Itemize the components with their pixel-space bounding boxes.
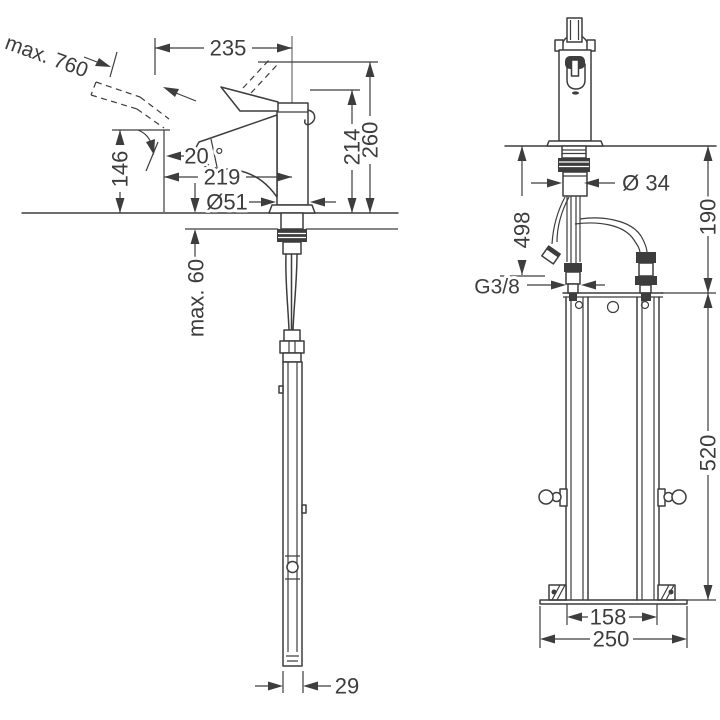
pull-direction-arrowhead	[163, 87, 179, 97]
pull-direction-arrow-stem	[175, 92, 197, 102]
loose-hose	[551, 196, 570, 245]
frame-hole-right	[640, 300, 650, 310]
dim-label-base-width: 250	[593, 627, 630, 652]
side-undercounter-assembly	[277, 212, 307, 667]
dim-label-max-counter-thickness: max. 60	[184, 259, 209, 337]
faucet-column	[276, 102, 309, 206]
right-fitting-flange	[635, 276, 657, 285]
handle-lever	[220, 86, 279, 112]
fitting-hex	[279, 340, 305, 354]
aerator-line	[196, 158, 210, 166]
foot-left	[548, 584, 567, 601]
shank-collar	[561, 145, 587, 159]
dim-max-counter-thickness: max. 60	[181, 183, 212, 340]
hose-adapter	[282, 241, 302, 255]
dim-label-body-diameter: Ø51	[206, 190, 248, 215]
frame-hole-center	[606, 300, 620, 314]
base-unit-frame	[538, 292, 688, 605]
dim-frame-height: 520	[687, 293, 720, 601]
dim-label-height-total: 260	[358, 122, 383, 159]
dim-max-pullout: max. 760	[0, 28, 111, 85]
dim-base-width: 250	[539, 606, 688, 655]
right-fitting-body	[638, 262, 654, 277]
fitting-upper	[283, 329, 301, 342]
dim-label-height-body: 214	[340, 129, 365, 166]
dim-label-thread: G3/8	[474, 276, 520, 299]
supply-hose	[285, 253, 298, 331]
dim-label-rail-width: 158	[590, 605, 627, 630]
loose-hose-connector	[541, 245, 561, 265]
connection-tube	[278, 361, 307, 667]
dim-label-projection: 219	[204, 165, 241, 190]
escutcheon-side	[268, 204, 316, 214]
faucet-front	[546, 17, 604, 147]
sprayhead-joint-line	[210, 138, 218, 168]
side-view: 235 260 214 146	[0, 28, 399, 702]
dim-shank-diameter: Ø 34	[531, 168, 673, 199]
mounting-nut	[277, 229, 307, 242]
tube-connector	[286, 560, 299, 574]
right-fitting-nut	[636, 252, 656, 263]
sprayhead-button	[570, 59, 580, 77]
handle-stem	[566, 17, 583, 43]
sprayhead-dot	[572, 91, 579, 95]
dim-thread: G3/8	[471, 273, 605, 302]
mounting-nut-front	[558, 158, 590, 172]
dim-label-tube-width: 29	[335, 674, 359, 699]
sprayhead-front-outline	[566, 63, 586, 90]
dim-spout-height: 146	[105, 129, 170, 213]
handle-raised-dashed	[242, 59, 278, 94]
side-clip-left	[538, 488, 568, 507]
dim-hose-length: 498	[500, 146, 545, 277]
base-plate	[539, 599, 688, 605]
center-fitting-stub	[567, 283, 579, 294]
dim-label-spout-angle: 20 °	[184, 144, 223, 169]
dim-label-shank-diameter: Ø 34	[622, 171, 670, 196]
pullout-reference-tick	[109, 51, 118, 78]
dim-label-spout-height: 146	[108, 151, 133, 188]
dim-spout-angle: 20 °	[137, 129, 227, 212]
dim-rail-width: 158	[566, 602, 658, 633]
left-rail	[565, 296, 589, 601]
dim-reach: 235	[154, 33, 292, 75]
hose-clip	[304, 109, 316, 126]
dim-label-max-pullout: max. 760	[2, 31, 91, 82]
dim-height-to-frame: 190	[661, 146, 720, 294]
dim-label-hose-length: 498	[510, 212, 535, 249]
foot-right	[657, 584, 676, 601]
front-view: Ø 34 498 G3/8 190 520	[471, 17, 720, 655]
frame-hole-left	[574, 300, 584, 310]
front-undercounter	[541, 145, 657, 301]
dim-body-diameter: Ø51	[203, 187, 336, 218]
side-clip-right	[657, 488, 687, 507]
dim-height-body: 214	[310, 89, 368, 213]
curved-hose	[574, 217, 648, 254]
supply-tubes	[566, 196, 581, 263]
right-rail	[636, 296, 660, 601]
faucet-side-body	[90, 51, 316, 214]
escutcheon-front	[546, 140, 604, 147]
sprayhead-pulled-out-dashed	[90, 81, 170, 129]
dim-projection: 219	[164, 162, 292, 193]
shank	[280, 212, 304, 230]
center-fitting-nut	[564, 263, 582, 272]
right-fitting-stub	[639, 284, 652, 294]
dim-tube-width: 29	[255, 671, 362, 702]
fitting-lower	[282, 352, 302, 363]
dim-height-total: 260	[258, 61, 386, 213]
center-fitting-body	[565, 271, 581, 285]
dim-label-height-to-frame: 190	[696, 199, 720, 236]
dim-label-reach: 235	[210, 36, 247, 61]
dim-label-frame-height: 520	[696, 435, 720, 472]
